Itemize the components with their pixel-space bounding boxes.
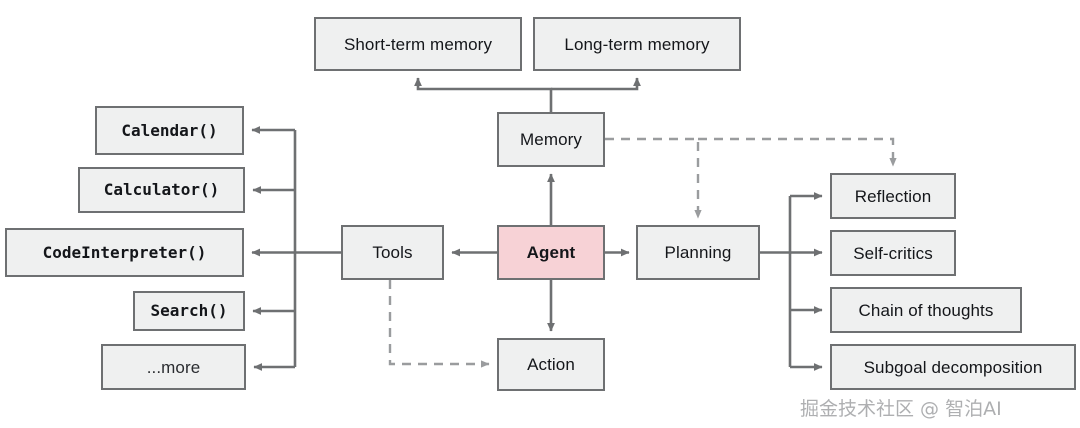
node-tools[interactable]: Tools — [341, 225, 444, 280]
node-label: Calculator() — [103, 180, 220, 199]
node-subgoal-decomposition[interactable]: Subgoal decomposition — [830, 344, 1076, 390]
node-label: Short-term memory — [343, 34, 493, 54]
node-action[interactable]: Action — [497, 338, 605, 391]
edge-tools-bus-vertical — [293, 130, 341, 254]
node-label: Search() — [150, 301, 228, 320]
node-label: Calendar() — [121, 120, 218, 140]
node-short-term-memory[interactable]: Short-term memory — [314, 17, 522, 71]
node-label: Agent — [526, 243, 576, 262]
node-calendar[interactable]: Calendar() — [95, 106, 244, 155]
node-memory[interactable]: Memory — [497, 112, 605, 167]
node-label: Memory — [520, 130, 582, 149]
node-self-critics[interactable]: Self-critics — [830, 230, 956, 276]
edge-memory-to-memories-bus — [414, 77, 553, 112]
node-label: Long-term memory — [564, 34, 710, 54]
node-label: ...more — [146, 357, 201, 377]
node-label: Tools — [372, 243, 413, 262]
edge-memory-to-reflection-dashed — [698, 137, 897, 167]
node-reflection[interactable]: Reflection — [830, 173, 956, 219]
watermark: 掘金技术社区 @ 智泊AI — [800, 397, 1002, 420]
node-label: CodeInterpreter() — [42, 242, 207, 262]
edge-tools-to-action-dashed — [388, 280, 490, 368]
edge-memory-to-long-term — [551, 77, 641, 91]
node-chain-of-thoughts[interactable]: Chain of thoughts — [830, 287, 1022, 333]
node-planning[interactable]: Planning — [636, 225, 760, 280]
node-long-term-memory[interactable]: Long-term memory — [533, 17, 741, 71]
node-agent[interactable]: Agent — [497, 225, 605, 280]
node-calculator[interactable]: Calculator() — [78, 167, 245, 213]
node-more[interactable]: ...more — [101, 344, 246, 390]
node-label: Chain of thoughts — [858, 300, 994, 320]
node-label: Action — [527, 355, 575, 374]
node-label: Subgoal decomposition — [863, 357, 1043, 377]
node-label: Reflection — [854, 186, 932, 206]
node-label: Self-critics — [853, 243, 933, 263]
node-label: Planning — [664, 243, 732, 262]
edge-planning-bus-vertical — [760, 196, 792, 254]
node-code-interpreter[interactable]: CodeInterpreter() — [5, 228, 244, 277]
node-search[interactable]: Search() — [133, 291, 245, 331]
edge-memory-to-planning-dashed — [605, 137, 702, 219]
